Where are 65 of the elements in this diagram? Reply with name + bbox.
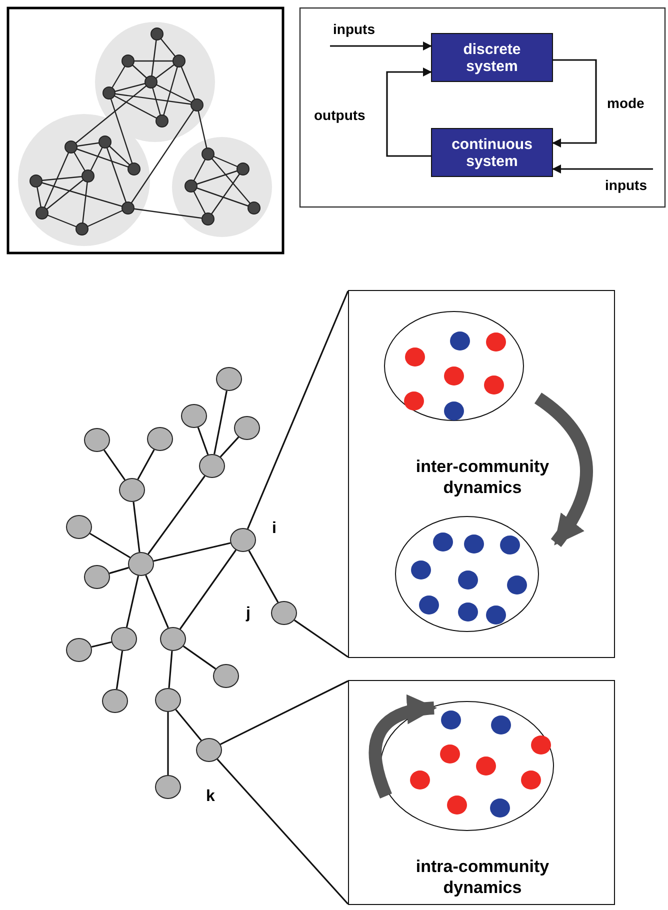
network-node	[102, 689, 128, 713]
link-line	[220, 436, 240, 458]
link-line	[182, 646, 216, 670]
zoom-line	[216, 758, 349, 905]
edge-label: mode	[606, 95, 646, 111]
link-line	[103, 450, 126, 480]
network-node	[147, 427, 173, 451]
network-node	[234, 416, 260, 440]
system-box: discrete system	[431, 33, 553, 82]
node-label: k	[206, 788, 215, 806]
link-line	[137, 449, 155, 480]
network-node	[181, 404, 207, 428]
arrow	[330, 42, 432, 50]
network-node	[155, 775, 181, 799]
arrow	[552, 164, 653, 174]
link-line	[179, 550, 237, 630]
link-line	[197, 427, 209, 455]
network-node	[199, 454, 225, 478]
network-node	[155, 688, 181, 712]
network-node	[84, 428, 110, 452]
link-line	[116, 650, 124, 690]
node-label: i	[272, 520, 276, 538]
link-line	[214, 390, 228, 454]
arrow	[552, 59, 597, 148]
network-node	[271, 601, 297, 625]
network-node	[111, 627, 137, 651]
node-label: j	[246, 605, 250, 623]
network-node	[66, 515, 92, 539]
link-line	[109, 566, 129, 574]
edge-label: inputs	[332, 21, 376, 37]
community-ellipse	[395, 516, 539, 632]
network-node	[216, 367, 242, 391]
network-node	[196, 738, 222, 762]
network-node	[230, 528, 256, 552]
system-box: continuous system	[431, 128, 553, 177]
network-node	[213, 664, 239, 688]
link-line	[167, 712, 169, 775]
link-line	[91, 641, 112, 648]
link-line	[175, 709, 202, 741]
curved-arrow	[368, 696, 437, 798]
zoom-line	[246, 290, 349, 530]
panel-label: inter-community dynamics	[414, 456, 550, 498]
edge-label: inputs	[604, 177, 648, 193]
link-line	[145, 574, 169, 628]
network-node	[128, 552, 154, 576]
inset-panel	[348, 680, 615, 905]
network-node	[66, 638, 92, 662]
link-line	[148, 476, 206, 554]
link-line	[89, 532, 131, 558]
link-line	[132, 502, 140, 552]
network-node	[119, 478, 145, 502]
arrow	[386, 68, 432, 157]
zoom-line	[294, 620, 348, 658]
inset-panel	[348, 290, 615, 658]
community-ellipse	[384, 311, 524, 421]
link-line	[126, 576, 140, 628]
curved-arrow	[534, 392, 593, 547]
zoom-line	[220, 680, 348, 746]
panel-label: intra-community dynamics	[414, 856, 550, 898]
link-line	[168, 650, 173, 688]
link-line	[153, 542, 231, 562]
link-line	[248, 550, 279, 603]
network-node	[84, 565, 110, 589]
network-node	[160, 627, 186, 651]
community-ellipse	[380, 701, 554, 831]
